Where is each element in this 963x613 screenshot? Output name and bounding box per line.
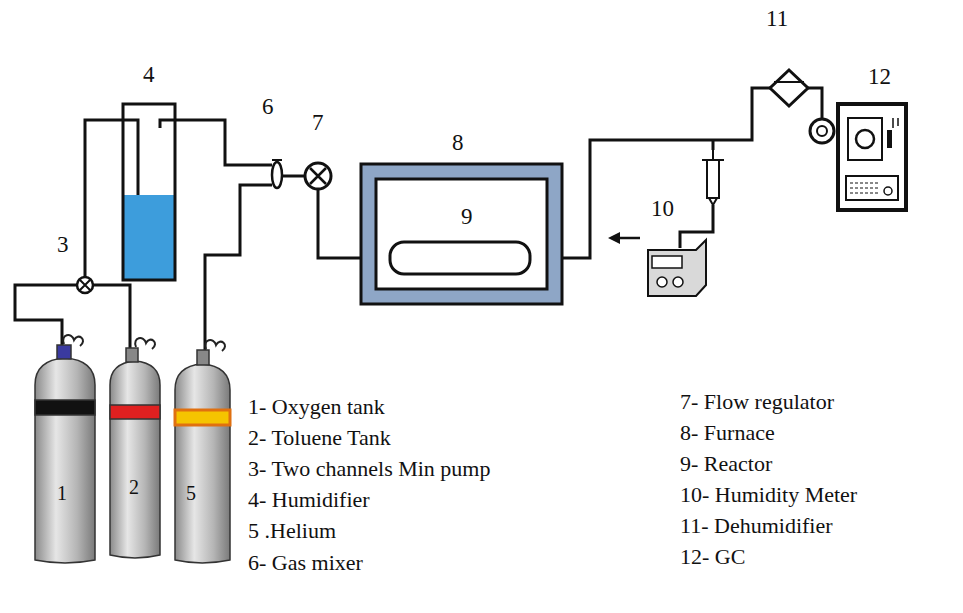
cylinder-number: 2 [129, 476, 139, 498]
legend-text: 8- Furnace [680, 421, 775, 445]
legend-text: 2- Toluene Tank [248, 426, 391, 450]
legend-text: 4- Humidifier [248, 488, 370, 512]
legend-text: 1- Oxygen tank [248, 395, 385, 419]
callout-number: 6 [262, 94, 274, 119]
legend-text: 6- Gas mixer [248, 551, 363, 575]
callout-number: 12 [868, 64, 891, 89]
cylinder-number: 1 [57, 482, 67, 504]
legend-text: 9- Reactor [680, 452, 772, 476]
legend-text: 10- Humidity Meter [680, 483, 857, 507]
legend-text: 11- Dehumidifier [680, 514, 833, 538]
callout-number: 10 [651, 196, 674, 221]
callout-number: 9 [461, 204, 473, 229]
legend-text: 3- Two channels Min pump [248, 457, 490, 481]
callout-number: 8 [452, 130, 464, 155]
callout-number: 3 [57, 232, 69, 257]
legend-text: 5 .Helium [248, 519, 336, 543]
callout-number: 7 [312, 110, 324, 135]
legend-text: 7- Flow regulator [680, 390, 834, 414]
callout-number: 11 [766, 6, 788, 31]
legend-text: 12- GC [680, 545, 745, 569]
cylinder-number: 5 [186, 482, 196, 504]
callout-number: 4 [143, 62, 155, 87]
